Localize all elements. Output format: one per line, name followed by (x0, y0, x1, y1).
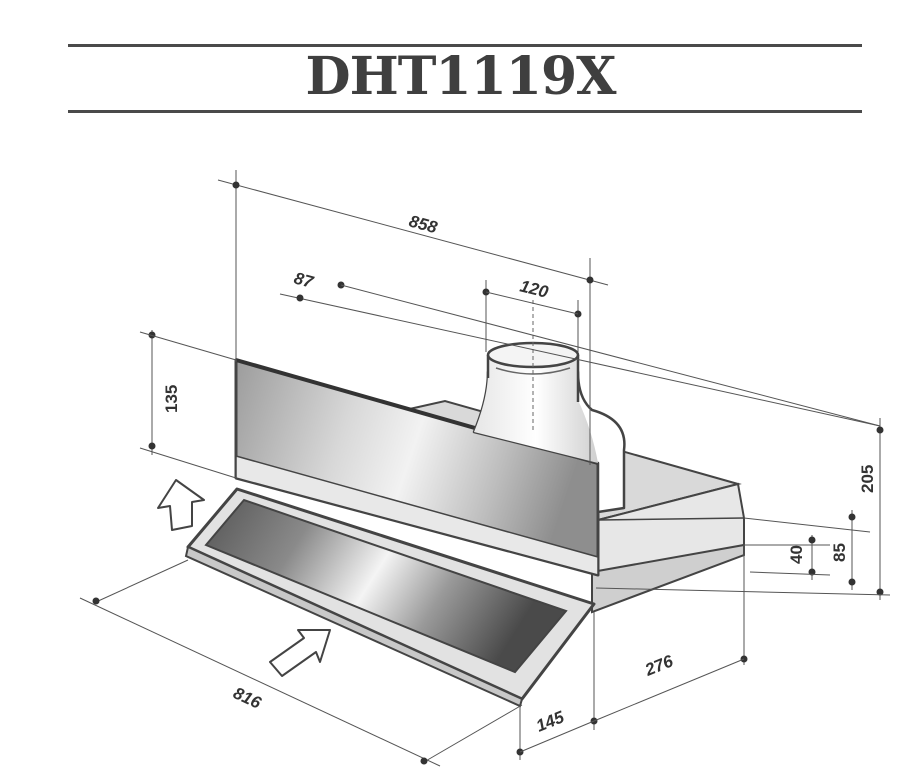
airflow-arrow-up (157, 479, 205, 531)
page-title: DHT1119X (305, 46, 617, 107)
dim-87: 87 (292, 269, 317, 293)
hood-right-edge (597, 517, 745, 521)
front-panel-lower-strip (235, 455, 599, 576)
dimension-lines (79, 170, 891, 767)
title-rule-bottom (68, 110, 862, 113)
dim-135: 135 (162, 385, 181, 413)
dim-205: 205 (858, 465, 877, 493)
tray-glass (204, 498, 568, 674)
dim-120: 120 (518, 276, 551, 301)
hollow-arrow-icon (157, 479, 331, 677)
hood-body (184, 300, 745, 708)
airflow-arrow-intake (269, 629, 331, 677)
outlet-pipe (474, 357, 598, 463)
dim-816: 816 (230, 683, 264, 712)
dim-145: 145 (533, 707, 567, 735)
dim-85: 85 (830, 543, 849, 562)
dim-858: 858 (407, 212, 440, 238)
dim-40: 40 (787, 545, 806, 564)
title-rule-top (68, 44, 862, 47)
dim-276: 276 (641, 651, 676, 680)
